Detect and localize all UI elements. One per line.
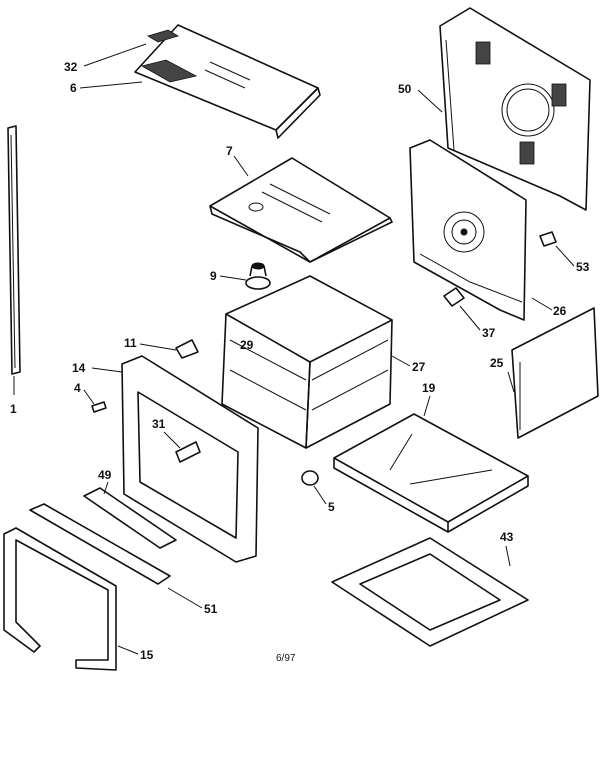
svg-text:29: 29 xyxy=(240,338,254,352)
svg-text:14: 14 xyxy=(72,361,86,375)
svg-text:11: 11 xyxy=(124,336,137,350)
part-4-screw xyxy=(91,401,107,413)
svg-text:26: 26 xyxy=(553,304,567,318)
svg-text:43: 43 xyxy=(500,530,514,544)
callout-15: 15 xyxy=(117,645,154,662)
callout-25: 25 xyxy=(490,356,515,393)
svg-text:31: 31 xyxy=(152,417,166,431)
part-6-top-cover xyxy=(134,24,321,139)
svg-text:4: 4 xyxy=(74,381,81,395)
callout-31: 31 xyxy=(152,417,181,449)
svg-text:15: 15 xyxy=(140,648,154,662)
part-31-lamp-socket xyxy=(175,441,201,463)
part-25-side-panel xyxy=(511,307,599,439)
callout-26: 26 xyxy=(531,297,567,318)
part-50-rear-panel xyxy=(439,7,591,211)
svg-text:19: 19 xyxy=(422,381,436,395)
callout-49: 49 xyxy=(98,468,112,495)
part-53-clip xyxy=(539,231,557,247)
part-15-gasket xyxy=(3,527,117,671)
callout-27: 27 xyxy=(391,355,426,374)
callout-6: 6 xyxy=(70,81,143,95)
callout-9: 9 xyxy=(210,269,247,283)
part-27-oven-cavity xyxy=(221,275,393,449)
part-37-bracket xyxy=(443,287,465,307)
callout-4: 4 xyxy=(74,381,95,405)
callout-11: 11 xyxy=(124,336,177,351)
svg-text:50: 50 xyxy=(398,82,412,96)
svg-text:27: 27 xyxy=(412,360,426,374)
part-9-thermostat xyxy=(245,262,271,290)
callout-19: 19 xyxy=(422,381,436,417)
callout-14: 14 xyxy=(72,361,123,375)
part-7-bracket-plate xyxy=(209,157,393,263)
callout-43: 43 xyxy=(500,530,514,567)
part-49-strip xyxy=(83,487,177,549)
svg-text:6: 6 xyxy=(70,81,77,95)
part-11-connector xyxy=(175,339,199,359)
part-5-knob xyxy=(301,470,319,486)
callout-5: 5 xyxy=(313,485,335,514)
svg-text:1: 1 xyxy=(10,402,17,416)
part-1-trim-strip xyxy=(7,125,21,395)
callout-7: 7 xyxy=(226,144,249,177)
date-code: 6/97 xyxy=(276,653,296,664)
callout-1: 1 xyxy=(10,402,17,416)
callout-32: 32 xyxy=(64,43,147,74)
part-51-lower-trim xyxy=(29,503,171,585)
part-14-front-frame xyxy=(121,355,259,563)
callout-37: 37 xyxy=(459,305,496,340)
callout-50: 50 xyxy=(398,82,443,113)
callout-53: 53 xyxy=(555,245,590,274)
svg-text:37: 37 xyxy=(482,326,496,340)
part-26-back-wall xyxy=(409,139,527,321)
svg-text:49: 49 xyxy=(98,468,112,482)
svg-text:9: 9 xyxy=(210,269,217,283)
svg-text:53: 53 xyxy=(576,260,590,274)
callout-29: 29 xyxy=(240,338,254,352)
callout-51: 51 xyxy=(167,587,218,616)
svg-text:32: 32 xyxy=(64,60,78,74)
svg-text:5: 5 xyxy=(328,500,335,514)
part-19-shelf xyxy=(333,413,529,533)
svg-text:7: 7 xyxy=(226,144,233,158)
svg-text:25: 25 xyxy=(490,356,504,370)
svg-text:51: 51 xyxy=(204,602,218,616)
part-43-drip-tray xyxy=(331,537,529,647)
